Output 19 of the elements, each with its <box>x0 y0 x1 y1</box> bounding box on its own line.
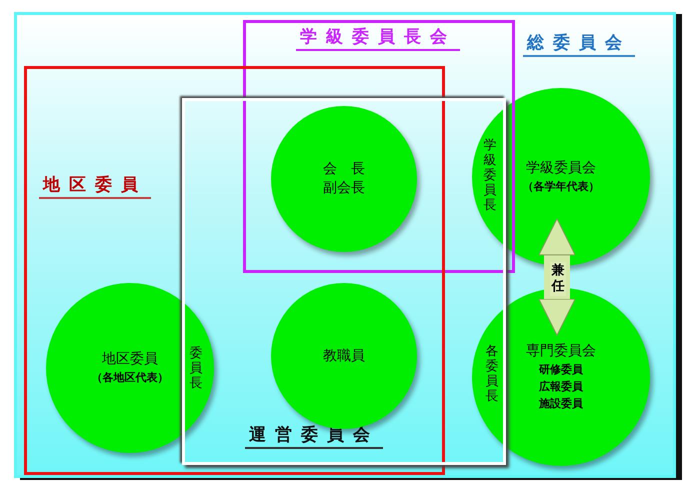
edge-label: 兼任 <box>550 262 566 296</box>
circle-label: 専門委員会 <box>526 342 596 361</box>
circle-sublabel: 広報委員 <box>539 379 583 395</box>
circle-sublabel: （各地区代表） <box>92 370 168 386</box>
group-title: 地区委員 <box>39 173 151 199</box>
circle-label: 学級委員会 <box>526 159 596 178</box>
circle-label: 会 長 <box>323 160 365 179</box>
vertical-label: 委員長 <box>189 346 203 391</box>
group-title: 総委員会 <box>523 31 635 57</box>
circle-sublabel: 施設委員 <box>539 396 583 412</box>
circle-sublabel: 副会長 <box>323 179 365 198</box>
circle-sublabel: 研修委員 <box>539 362 583 378</box>
circle-label: 地区委員 <box>102 350 158 369</box>
circle-sublabel: （各学年代表） <box>522 179 600 195</box>
group-title: 学級委員長会 <box>296 25 460 51</box>
double-arrow <box>538 218 576 336</box>
vertical-label: 学級委員長 <box>483 138 497 213</box>
vertical-label: 各委員長 <box>485 344 499 404</box>
circle-label: 教職員 <box>323 346 365 366</box>
